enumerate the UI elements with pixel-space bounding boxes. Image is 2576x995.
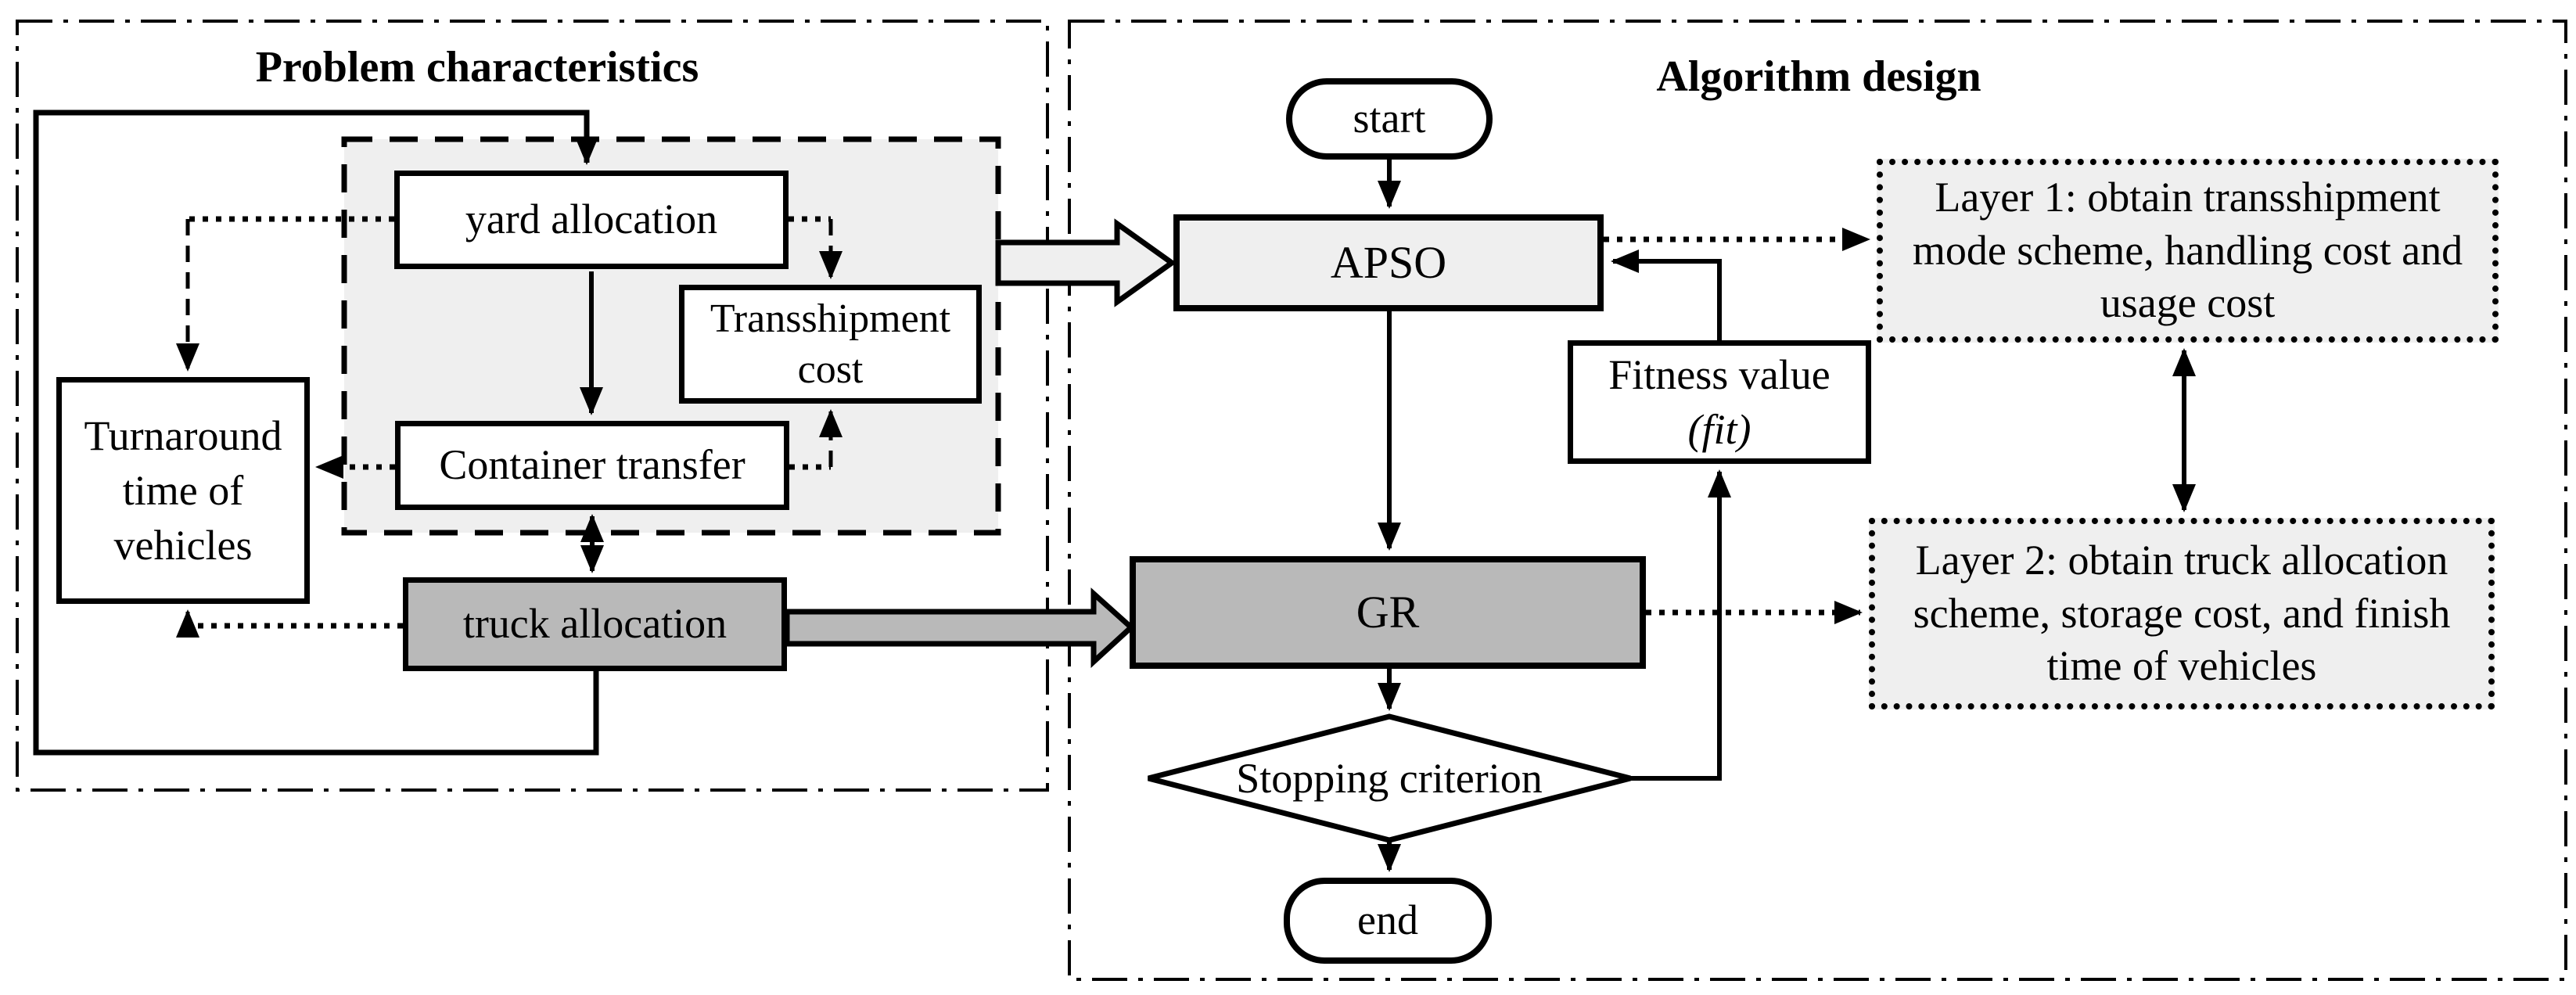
container-transfer-box: Container transfer xyxy=(395,421,789,510)
algorithm-panel-title: Algorithm design xyxy=(1656,52,1981,101)
layer2-box: Layer 2: obtain truck allocation scheme,… xyxy=(1869,518,2495,709)
start-terminator: start xyxy=(1286,78,1493,160)
transshipment-cost-box: Transshipment cost xyxy=(679,285,982,404)
problem-panel-border xyxy=(16,20,1049,792)
problem-panel-title: Problem characteristics xyxy=(255,43,699,92)
yard-allocation-box: yard allocation xyxy=(394,171,789,269)
algorithm-panel-border xyxy=(1068,20,2567,981)
block-arrow-problem-to-apso xyxy=(995,218,1177,307)
stopping-to-fitness-arrow xyxy=(1630,469,1731,781)
end-terminator: end xyxy=(1284,878,1492,964)
fitness-value-box: Fitness value (fit) xyxy=(1568,340,1871,464)
stopping-criterion-label: Stopping criterion xyxy=(1236,755,1543,802)
fitness-fit-label: (fit) xyxy=(1687,406,1751,453)
gr-box: GR xyxy=(1130,556,1646,669)
stopping-criterion-diamond xyxy=(1148,713,1631,843)
block-arrow-truck-to-gr xyxy=(784,587,1136,668)
fitness-to-apso-arrow xyxy=(1611,250,1722,340)
turnaround-time-box: Turnaround time of vehicles xyxy=(56,377,310,604)
layer1-box: Layer 1: obtain transshipment mode schem… xyxy=(1877,159,2499,343)
truck-allocation-box: truck allocation xyxy=(403,577,787,671)
fitness-value-label: Fitness value xyxy=(1608,350,1831,398)
apso-box: APSO xyxy=(1173,214,1604,311)
loop-truck-to-yard-arrow xyxy=(33,110,599,756)
